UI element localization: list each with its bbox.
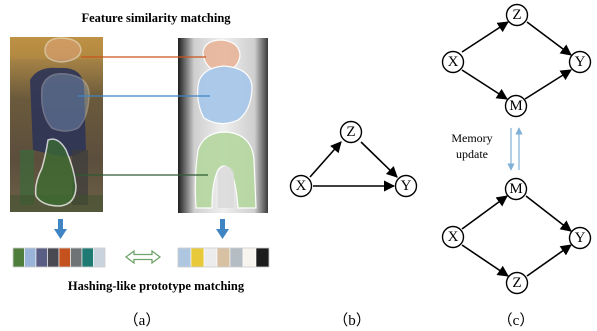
left-palette-cell — [24, 247, 37, 268]
left-legs-region — [34, 138, 77, 207]
update-label: update — [456, 147, 488, 161]
node-x: X — [289, 174, 313, 198]
svg-text:Y: Y — [575, 54, 586, 70]
right-palette-cell — [229, 247, 244, 268]
panel-c-label: （c） — [498, 312, 535, 329]
memory-label: Memory — [451, 131, 492, 145]
svg-text:M: M — [509, 181, 522, 197]
left-down-arrow — [54, 219, 67, 239]
bottom-node-m: M — [504, 177, 528, 201]
right-prototype-palette — [177, 247, 270, 268]
edge-z-y — [360, 141, 398, 178]
panel-b-label: （b） — [333, 312, 371, 329]
edge-x-z — [309, 141, 342, 178]
panel-a: Feature similarity matching — [10, 11, 270, 329]
top-causal-graph: Z X Y M — [441, 3, 592, 118]
left-palette-cell — [93, 247, 106, 268]
left-palette-cell — [58, 247, 71, 268]
double-arrow-icon — [124, 249, 162, 265]
left-palette-cell — [70, 247, 83, 268]
right-palette-cell — [255, 247, 270, 268]
right-palette-cell — [242, 247, 257, 268]
right-palette-cell — [216, 247, 231, 268]
svg-text:Z: Z — [346, 124, 355, 140]
bottom-node-y: Y — [568, 226, 592, 250]
bottom-causal-graph: M X Y Z — [441, 177, 592, 295]
right-down-arrow — [216, 219, 229, 239]
svg-text:X: X — [448, 54, 459, 70]
right-palette-cell — [203, 247, 218, 268]
feature-similarity-caption: Feature similarity matching — [81, 11, 231, 25]
panel-b: X Z Y （b） — [289, 120, 418, 329]
hashing-prototype-caption: Hashing-like prototype matching — [68, 279, 245, 293]
node-z: Z — [339, 120, 363, 144]
top-node-z: Z — [505, 3, 529, 27]
right-torso-region — [197, 65, 253, 125]
panel-c: Z X Y M Memory update M X Y Z （c） — [441, 3, 592, 329]
svg-text:X: X — [448, 229, 459, 245]
left-palette-cell — [47, 247, 60, 268]
right-palette-cell — [177, 247, 192, 268]
right-person-image — [178, 38, 268, 213]
left-person-image — [10, 37, 103, 212]
left-palette-cell — [35, 247, 48, 268]
right-palette-cell — [190, 247, 205, 268]
svg-text:Y: Y — [575, 230, 586, 246]
svg-text:M: M — [509, 98, 522, 114]
left-torso-region — [40, 73, 90, 132]
left-prototype-palette — [12, 247, 106, 268]
svg-text:Z: Z — [512, 7, 521, 23]
top-node-x: X — [441, 50, 465, 74]
bottom-node-x: X — [441, 225, 465, 249]
svg-text:Z: Z — [512, 275, 521, 291]
svg-text:X: X — [296, 178, 307, 194]
panel-a-label: （a） — [124, 312, 161, 329]
bottom-node-z: Z — [505, 271, 529, 295]
left-palette-cell — [12, 247, 25, 268]
node-y: Y — [394, 174, 418, 198]
top-node-y: Y — [568, 50, 592, 74]
top-node-m: M — [504, 94, 528, 118]
svg-text:Y: Y — [401, 178, 412, 194]
left-palette-cell — [81, 247, 94, 268]
left-head-region — [44, 37, 82, 63]
